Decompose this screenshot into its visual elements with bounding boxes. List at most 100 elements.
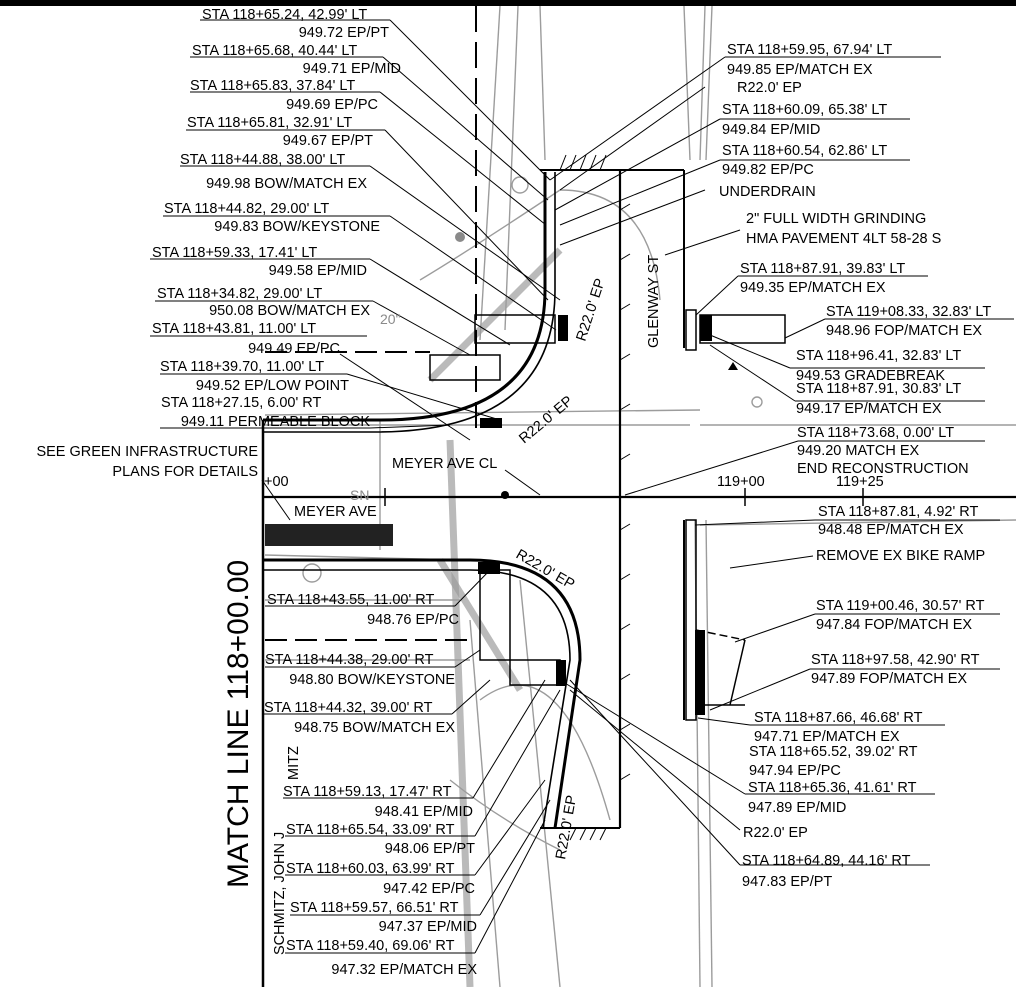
labels-right-10: STA 118+87.91, 39.83' LT	[740, 261, 905, 277]
labels-left-8: STA 118+44.88, 38.00' LT	[180, 152, 345, 168]
labels-right-3: STA 118+60.09, 65.38' LT	[722, 102, 887, 118]
labels-bottom-left-12: STA 118+59.57, 66.51' RT	[290, 900, 459, 916]
tree-marker	[455, 232, 465, 242]
labels-right-30: STA 118+65.52, 39.02' RT	[749, 744, 918, 760]
labels-right-11: 949.35 EP/MATCH EX	[740, 280, 886, 296]
top-border	[0, 0, 1016, 6]
labels-left-1: 949.72 EP/PT	[299, 25, 389, 41]
labels-right-28: STA 118+87.66, 46.68' RT	[754, 710, 923, 726]
labels-left-3: 949.71 EP/MID	[303, 61, 401, 77]
cl-point	[501, 491, 509, 499]
labels-right-0: STA 118+59.95, 67.94' LT	[727, 42, 892, 58]
labels-left-4: STA 118+65.83, 37.84' LT	[190, 78, 355, 94]
proposed-linework	[261, 6, 1016, 987]
labels-bottom-left-13: 947.37 EP/MID	[379, 919, 477, 935]
labels-left-5: 949.69 EP/PC	[286, 97, 378, 113]
labels-bottom-left-7: 948.41 EP/MID	[375, 804, 473, 820]
labels-bottom-left-14: STA 118+59.40, 69.06' RT	[286, 938, 455, 954]
labels-bottom-left-1: 948.76 EP/PC	[367, 612, 459, 628]
labels-right-15: 949.53 GRADEBREAK	[796, 368, 945, 384]
sta-119-label: 119+00	[717, 474, 765, 490]
labels-right-26: STA 118+97.58, 42.90' RT	[811, 652, 980, 668]
labels-left-0: STA 118+65.24, 42.99' LT	[202, 7, 367, 23]
labels-right-6: 949.82 EP/PC	[722, 162, 814, 178]
labels-left-17: 949.49 EP/PC	[248, 341, 340, 357]
labels-right-20: END RECONSTRUCTION	[797, 461, 969, 477]
labels-bottom-left-2: STA 118+44.38, 29.00' RT	[265, 652, 434, 668]
labels-right-18: STA 118+73.68, 0.00' LT	[797, 425, 954, 441]
labels-bottom-left-15: 947.32 EP/MATCH EX	[331, 962, 477, 978]
existing-linework	[264, 5, 1016, 987]
labels-left-13: 949.58 EP/MID	[269, 263, 367, 279]
match-line-label: MATCH LINE 118+00.00	[222, 560, 255, 888]
labels-right-33: 947.89 EP/MID	[748, 800, 846, 816]
labels-bottom-left-10: STA 118+60.03, 63.99' RT	[286, 861, 455, 877]
upper-curve-label: R22.0' EP	[574, 277, 609, 344]
labels-right-8: 2" FULL WIDTH GRINDING	[746, 211, 926, 227]
labels-left-7: 949.67 EP/PT	[283, 133, 373, 149]
labels-right-7: UNDERDRAIN	[719, 184, 816, 200]
labels-right-2: R22.0' EP	[737, 80, 802, 96]
labels-left-16: STA 118+43.81, 11.00' LT	[152, 321, 316, 337]
labels-left-21: 949.11 PERMEABLE BLOCK	[181, 414, 370, 430]
meyer-ave-label: MEYER AVE	[294, 504, 377, 520]
meyer-ave-cl-label: MEYER AVE CL	[392, 456, 497, 472]
labels-left-2: STA 118+65.68, 40.44' LT	[192, 43, 357, 59]
labels-left-11: 949.83 BOW/KEYSTONE	[214, 219, 380, 235]
labels-right-23: REMOVE EX BIKE RAMP	[816, 548, 985, 564]
permeable-block-fill	[265, 315, 712, 715]
labels-right-35: STA 118+64.89, 44.16' RT	[742, 853, 911, 869]
labels-left-12: STA 118+59.33, 17.41' LT	[152, 245, 317, 261]
labels-right-17: 949.17 EP/MATCH EX	[796, 401, 942, 417]
labels-right-29: 947.71 EP/MATCH EX	[754, 729, 900, 745]
upper-curve-label-2: R22.0' EP	[516, 393, 576, 447]
labels-right-1: 949.85 EP/MATCH EX	[727, 62, 873, 78]
labels-right-36: 947.83 EP/PT	[742, 874, 832, 890]
labels-right-27: 947.89 FOP/MATCH EX	[811, 671, 967, 687]
gradebreak-marker	[728, 362, 738, 370]
labels-left-6: STA 118+65.81, 32.91' LT	[187, 115, 352, 131]
labels-bottom-left-8: STA 118+65.54, 33.09' RT	[286, 822, 455, 838]
labels-left-19: 949.52 EP/LOW POINT	[196, 378, 349, 394]
labels-left-18: STA 118+39.70, 11.00' LT	[160, 359, 324, 375]
leader-lines	[150, 19, 1014, 954]
callout-labels: STA 118+65.24, 42.99' LT 949.72 EP/PT STA …	[36, 7, 991, 978]
labels-bottom-left-11: 947.42 EP/PC	[383, 881, 475, 897]
labels-bottom-left-6: STA 118+59.13, 17.47' RT	[283, 784, 452, 800]
labels-right-22: 948.48 EP/MATCH EX	[818, 522, 964, 538]
labels-right-19: 949.20 MATCH EX	[797, 443, 920, 459]
sta-start-label: +00	[264, 474, 289, 490]
owner-label-2: MITZ	[286, 746, 302, 780]
labels-left-22: SEE GREEN INFRASTRUCTURE	[36, 444, 258, 460]
labels-left-14: STA 118+34.82, 29.00' LT	[157, 286, 322, 302]
labels-bottom-left-4: STA 118+44.32, 39.00' RT	[264, 700, 433, 716]
labels-left-15: 950.08 BOW/MATCH EX	[209, 303, 370, 319]
labels-bottom-left-9: 948.06 EP/PT	[385, 841, 475, 857]
labels-right-9: HMA PAVEMENT 4LT 58-28 S	[746, 231, 941, 247]
labels-bottom-left-5: 948.75 BOW/MATCH EX	[294, 720, 455, 736]
labels-left-9: 949.98 BOW/MATCH EX	[206, 176, 367, 192]
labels-right-21: STA 118+87.81, 4.92' RT	[818, 504, 979, 520]
dim-20-label: 20"	[380, 311, 401, 327]
labels-right-5: STA 118+60.54, 62.86' LT	[722, 143, 887, 159]
sn-label: SN	[350, 487, 369, 503]
labels-right-13: 948.96 FOP/MATCH EX	[826, 323, 982, 339]
labels-right-4: 949.84 EP/MID	[722, 122, 820, 138]
labels-right-25: 947.84 FOP/MATCH EX	[816, 617, 972, 633]
labels-left-10: STA 118+44.82, 29.00' LT	[164, 201, 329, 217]
labels-bottom-left-3: 948.80 BOW/KEYSTONE	[289, 672, 455, 688]
labels-bottom-left-0: STA 118+43.55, 11.00' RT	[267, 592, 434, 608]
lower-curve-label: R22.0' EP	[513, 547, 577, 593]
labels-left-23: PLANS FOR DETAILS	[112, 464, 258, 480]
labels-right-32: STA 118+65.36, 41.61' RT	[748, 780, 917, 796]
glenway-st-label: GLENWAY ST	[646, 255, 662, 348]
sta-11925-label: 119+25	[836, 474, 884, 490]
labels-right-12: STA 119+08.33, 32.83' LT	[826, 304, 991, 320]
labels-right-31: 947.94 EP/PC	[749, 763, 841, 779]
labels-left-20: STA 118+27.15, 6.00' RT	[161, 395, 322, 411]
labels-right-14: STA 118+96.41, 32.83' LT	[796, 348, 961, 364]
labels-right-34: R22.0' EP	[743, 825, 808, 841]
labels-right-24: STA 119+00.46, 30.57' RT	[816, 598, 985, 614]
owner-label: SCHMITZ, JOHN J	[272, 832, 288, 955]
